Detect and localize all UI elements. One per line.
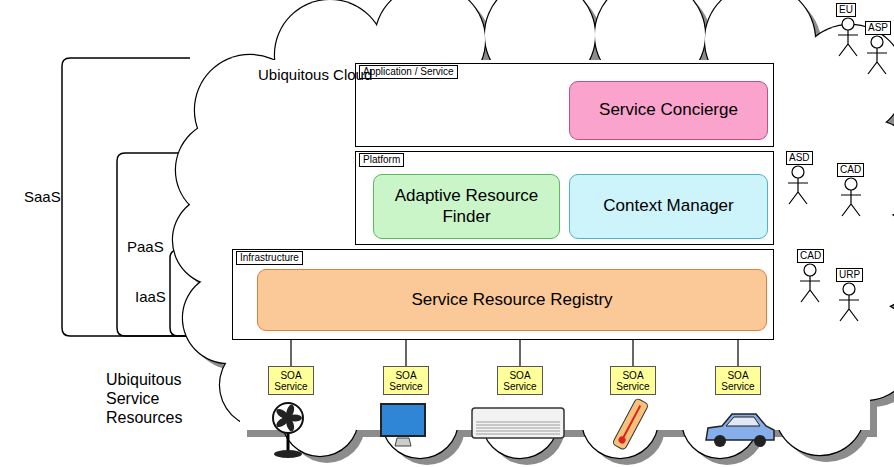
car-wheel: [754, 435, 766, 447]
actor-head: [842, 18, 854, 30]
ac-vane: [476, 434, 560, 435]
ac-body: [472, 408, 564, 438]
monitor-stand: [395, 438, 411, 446]
component-box: Service Concierge: [569, 81, 768, 140]
actor-body: [788, 178, 808, 204]
actor-head: [845, 178, 857, 190]
thermometer-icon: [612, 398, 649, 450]
thermometer-tube: [623, 406, 640, 439]
actor-body: [839, 295, 859, 321]
actor-head: [804, 264, 816, 276]
actor-figure: [788, 166, 808, 204]
actor-head: [843, 283, 855, 295]
actor-figure: [867, 36, 887, 74]
actor-head: [792, 166, 804, 178]
node-label: Adaptive Resource Finder: [374, 183, 559, 230]
actor-figure: [839, 283, 859, 321]
role-tag: CAD: [837, 163, 864, 177]
cloud-fill: [173, 0, 894, 458]
text-label: Ubiquitous Cloud: [258, 66, 372, 84]
soa-service-box: SOA Service: [497, 366, 543, 395]
role-tag: CAD: [797, 249, 824, 263]
actor-head: [871, 36, 883, 48]
node-label: Service Resource Registry: [405, 287, 618, 313]
text-label: Ubiquitous Service Resources: [106, 370, 216, 428]
actor-figure: [838, 18, 858, 56]
soa-service-box: SOA Service: [268, 366, 314, 395]
node-label: SOA Service: [384, 370, 428, 392]
ac-vane: [476, 422, 560, 423]
thermometer-body: [612, 398, 649, 450]
node-label: SOA Service: [716, 370, 760, 392]
soa-service-box: SOA Service: [715, 366, 761, 395]
fan-guard: [273, 403, 303, 433]
role-tag: ASD: [786, 151, 813, 165]
node-label: SOA Service: [269, 370, 313, 392]
monitor-icon: [381, 404, 425, 446]
node-label: Service Concierge: [593, 97, 744, 123]
node-label: SOA Service: [498, 370, 542, 392]
cloud-shadow: [180, 0, 894, 465]
fan-base: [274, 450, 302, 458]
text-label: SaaS: [24, 188, 61, 206]
layer-title: Platform: [359, 153, 404, 167]
cloud-core: [240, 60, 870, 430]
node-label: SOA Service: [611, 370, 655, 392]
text-label: IaaS: [135, 288, 166, 306]
fan-icon: [273, 403, 303, 458]
actor-body: [867, 48, 887, 74]
actor-body: [838, 30, 858, 56]
role-tag: EU: [836, 3, 856, 17]
layer-panel: Application / ServiceService Concierge: [355, 63, 774, 147]
car-wheel: [714, 435, 726, 447]
role-tag: URP: [836, 268, 863, 282]
actor-figure: [800, 264, 820, 302]
component-box: Context Manager: [569, 174, 768, 239]
role-tag: ASP: [865, 21, 891, 35]
ac-vane: [476, 425, 560, 426]
thermometer-bulb: [617, 435, 626, 444]
cloud-core: [240, 60, 870, 430]
car-window: [726, 417, 760, 426]
layer-title: Application / Service: [359, 65, 458, 79]
air-conditioner-icon: [472, 408, 564, 438]
text-label: PaaS: [127, 238, 164, 256]
component-box: Adaptive Resource Finder: [373, 174, 560, 239]
fan-blade: [285, 404, 296, 419]
actor-figure: [841, 178, 861, 216]
ac-vane: [476, 428, 560, 429]
actor-body: [800, 276, 820, 302]
component-box: Service Resource Registry: [257, 269, 767, 331]
layer-panel: PlatformAdaptive Resource Finder Context …: [355, 151, 774, 245]
layer-panel: InfrastructureService Resource Registry: [232, 249, 774, 340]
cloud-outline: [172, 0, 894, 459]
monitor-screen: [381, 404, 425, 436]
ac-vane: [476, 431, 560, 432]
soa-service-box: SOA Service: [383, 366, 429, 395]
soa-service-box: SOA Service: [610, 366, 656, 395]
node-label: Context Manager: [597, 193, 739, 219]
car-body: [706, 414, 774, 440]
actor-body: [841, 190, 861, 216]
layer-title: Infrastructure: [236, 251, 303, 265]
car-icon: [706, 414, 774, 447]
